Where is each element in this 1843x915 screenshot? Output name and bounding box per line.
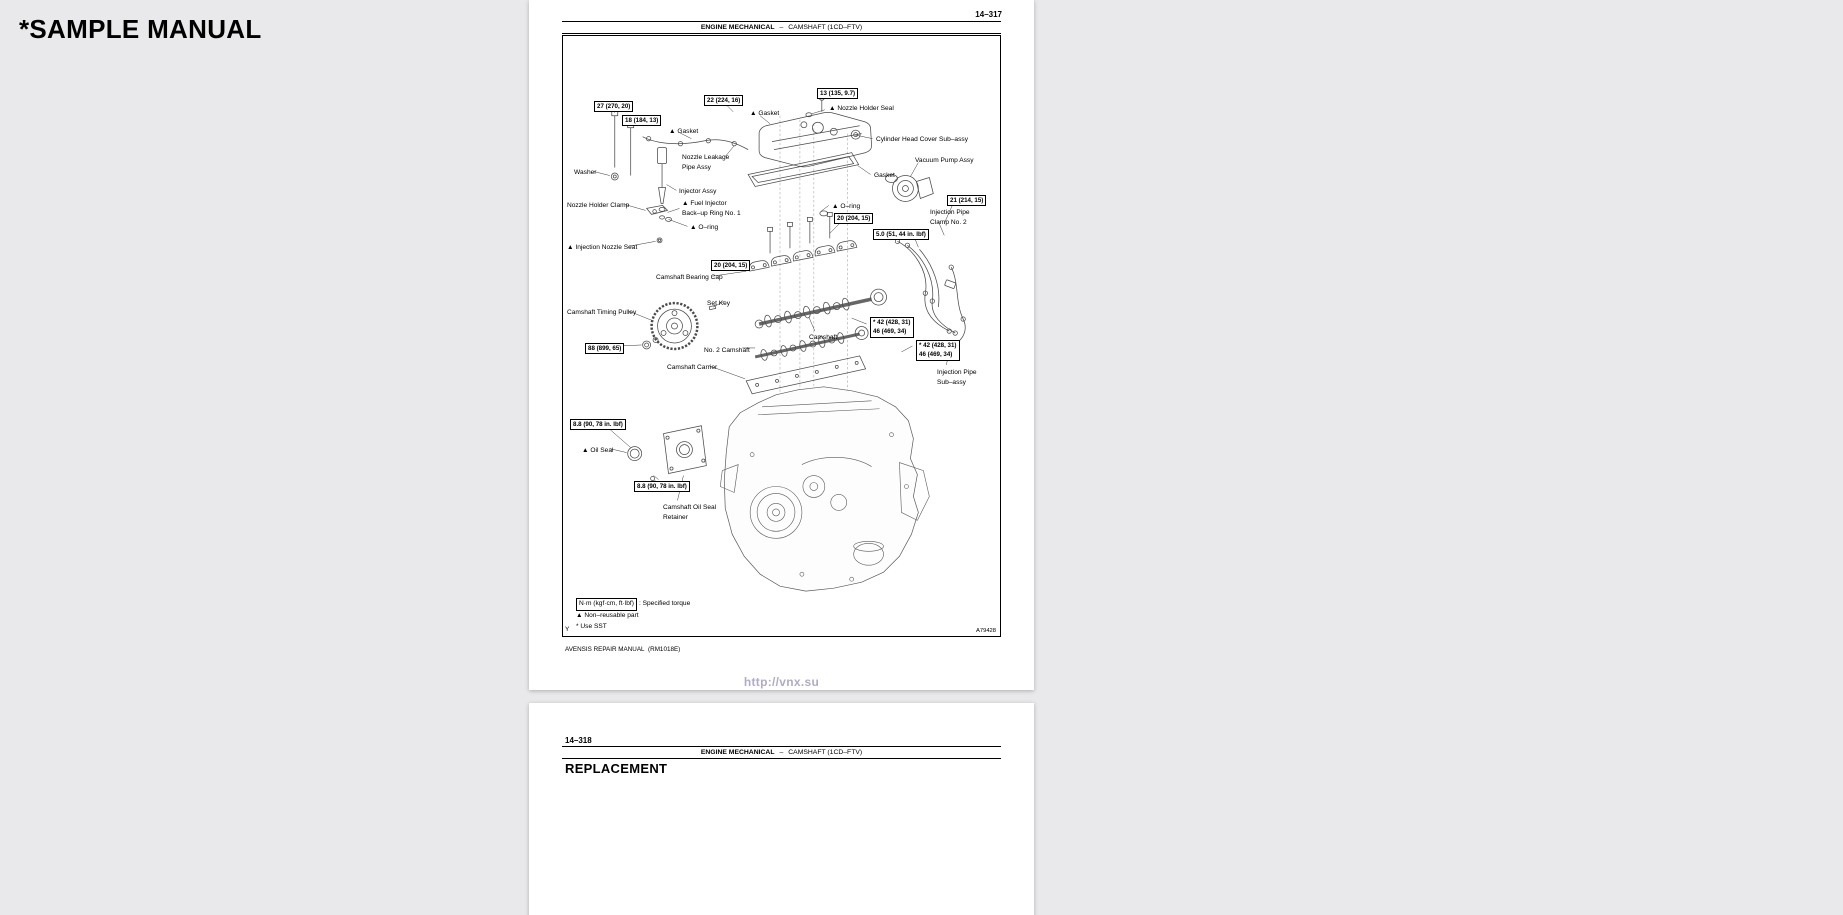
torque-20-lower: 20 (204, 15) bbox=[711, 260, 751, 272]
callout-layer: 27 (270, 20) 18 (184, 13) 22 (224, 16) 13 (… bbox=[563, 36, 1000, 636]
page-number: 14–318 bbox=[565, 736, 592, 745]
corner-mark: Y bbox=[565, 626, 570, 633]
label-injection-nozzle-seat: ▲ Injection Nozzle Seat bbox=[567, 244, 638, 251]
torque-8-8-lower: 8.8 (90, 78 in. lbf) bbox=[634, 481, 690, 493]
diagram-legend: N·m (kgf·cm, ft·lbf): Specified torque ▲… bbox=[576, 598, 690, 633]
torque-22: 22 (224, 16) bbox=[704, 95, 744, 107]
label-camshaft-bearing-cap: Camshaft Bearing Cap bbox=[656, 274, 723, 281]
figure-code: A79428 bbox=[976, 628, 996, 634]
header-dash: – bbox=[779, 23, 784, 31]
header-section: ENGINE MECHANICAL bbox=[700, 748, 775, 756]
torque-13: 13 (135, 9.7) bbox=[817, 88, 859, 100]
header-section: ENGINE MECHANICAL bbox=[700, 23, 775, 31]
legend-torque-text: : Specified torque bbox=[638, 600, 691, 607]
label-camshaft-timing-pulley: Camshaft Timing Pulley bbox=[567, 309, 637, 316]
label-washer: Washer bbox=[574, 169, 597, 176]
header-topic: CAMSHAFT (1CD–FTV) bbox=[788, 23, 863, 31]
exploded-engine-diagram bbox=[593, 94, 966, 592]
label-camshaft: Camshaft bbox=[809, 334, 838, 341]
torque-18: 18 (184, 13) bbox=[622, 115, 662, 127]
torque-5-0: 5.0 (51, 44 in. lbf) bbox=[873, 229, 929, 241]
page-footer: AVENSIS REPAIR MANUAL (RM1018E) bbox=[565, 646, 681, 653]
exploded-diagram-frame: 27 (270, 20) 18 (184, 13) 22 (224, 16) 13 (… bbox=[562, 35, 1001, 637]
watermark-url: http://vnx.su bbox=[743, 675, 820, 689]
label-no2-camshaft: No. 2 Camshaft bbox=[704, 347, 750, 354]
label-cylinder-head-cover: Cylinder Head Cover Sub–assy bbox=[876, 136, 968, 143]
torque-42-46-lower: * 42 (428, 31)46 (469, 34) bbox=[916, 340, 960, 361]
torque-27: 27 (270, 20) bbox=[594, 101, 634, 113]
torque-20-upper: 20 (204, 15) bbox=[834, 213, 874, 225]
manual-page-318: 14–318 ENGINE MECHANICAL–CAMSHAFT (1CD–F… bbox=[529, 703, 1034, 915]
page-header: ENGINE MECHANICAL–CAMSHAFT (1CD–FTV) bbox=[562, 21, 1001, 34]
header-dash: – bbox=[779, 748, 784, 756]
label-oil-seal: ▲ Oil Seal bbox=[582, 447, 614, 454]
header-topic: CAMSHAFT (1CD–FTV) bbox=[788, 748, 863, 756]
label-o-ring-2: ▲ O–ring bbox=[690, 224, 719, 231]
section-title: REPLACEMENT bbox=[565, 761, 668, 776]
label-o-ring-1: ▲ O–ring bbox=[832, 203, 861, 210]
sample-manual-label: *SAMPLE MANUAL bbox=[19, 14, 262, 44]
torque-8-8-upper: 8.8 (90, 78 in. lbf) bbox=[570, 419, 626, 431]
label-gasket-3: Gasket bbox=[874, 172, 895, 179]
legend-nonreusable: ▲ Non–reusable part bbox=[576, 611, 639, 619]
torque-21: 21 (214, 15) bbox=[947, 195, 987, 207]
label-set-key: Set Key bbox=[707, 300, 731, 307]
torque-42-46-upper: * 42 (428, 31)46 (469, 34) bbox=[870, 317, 914, 338]
torque-88: 88 (899, 65) bbox=[585, 343, 625, 355]
label-camshaft-carrier: Camshaft Carrier bbox=[667, 364, 718, 371]
torque-unit-box: N·m (kgf·cm, ft·lbf) bbox=[576, 598, 637, 611]
label-gasket-2: ▲ Gasket bbox=[669, 128, 699, 135]
label-vacuum-pump: Vacuum Pump Assy bbox=[915, 157, 974, 164]
label-nozzle-holder-seal: ▲ Nozzle Holder Seal bbox=[829, 105, 894, 112]
page-header: ENGINE MECHANICAL–CAMSHAFT (1CD–FTV) bbox=[562, 746, 1001, 759]
manual-page-317: 14–317 ENGINE MECHANICAL–CAMSHAFT (1CD–F… bbox=[529, 0, 1034, 690]
label-nozzle-holder-clamp: Nozzle Holder Clamp bbox=[567, 202, 630, 209]
label-gasket-1: ▲ Gasket bbox=[750, 110, 780, 117]
label-injector-assy: Injector Assy bbox=[679, 188, 717, 195]
legend-sst: * Use SST bbox=[576, 622, 607, 630]
page-number: 14–317 bbox=[975, 10, 1002, 19]
